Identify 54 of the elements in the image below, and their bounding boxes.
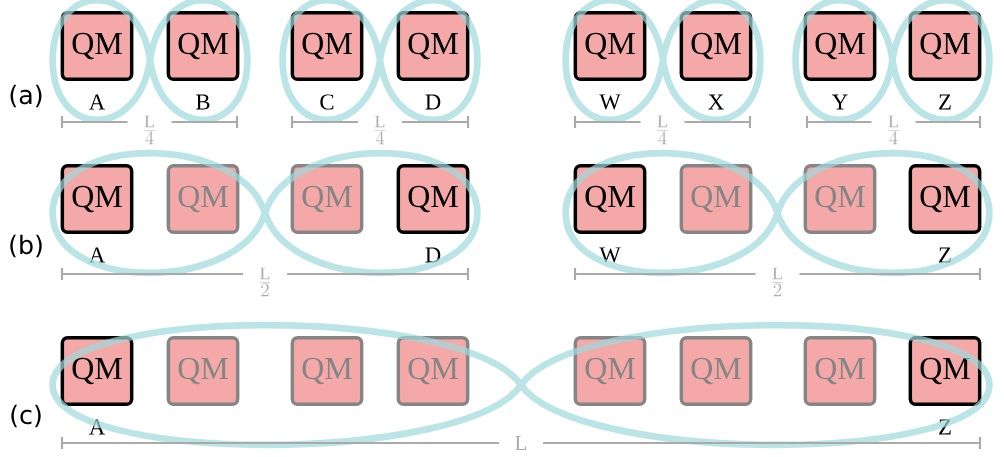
memory-box: QM <box>166 163 240 235</box>
node-letter: W <box>599 94 621 110</box>
entanglement-loop <box>279 0 481 124</box>
memory-box: QM <box>396 10 470 82</box>
memory-box: QM <box>573 163 647 235</box>
entanglement-loop <box>562 149 993 277</box>
memory-box: QM <box>290 163 364 235</box>
node-letter: A <box>89 94 106 110</box>
entanglement-loop <box>562 0 764 124</box>
memory-box: QM <box>396 163 470 235</box>
memory-box: QM <box>803 163 877 235</box>
memory-box: QM <box>573 10 647 82</box>
node-letter: D <box>425 94 441 110</box>
node-letter: Z <box>939 419 951 435</box>
entanglement-loop <box>49 0 251 124</box>
node-letter: A <box>89 419 106 435</box>
entanglement-loop <box>49 321 993 449</box>
panel-label: (a) <box>10 84 42 108</box>
memory-box: QM <box>166 335 240 407</box>
memory-box: QM <box>679 163 753 235</box>
memory-box: QM <box>396 335 470 407</box>
length-label: $\frac{\mathrm{L}}{2}$ <box>772 267 783 297</box>
node-letter: B <box>196 94 210 110</box>
length-label: $\frac{\mathrm{L}}{4}$ <box>374 115 386 145</box>
memory-box: QM <box>60 163 134 235</box>
node-letter: A <box>89 247 106 263</box>
length-label: $\frac{\mathrm{L}}{4}$ <box>144 115 155 145</box>
memory-box: QM <box>60 10 134 82</box>
node-letter: W <box>599 247 621 263</box>
memory-box: QM <box>679 335 753 407</box>
memory-box: QM <box>803 335 877 407</box>
panel-label: (b) <box>10 234 42 258</box>
memory-box: QM <box>290 10 364 82</box>
memory-box: QM <box>908 10 982 82</box>
panel-label: (c) <box>11 404 41 428</box>
memory-box: QM <box>60 335 134 407</box>
entanglement-loop <box>49 149 481 277</box>
length-label: $\frac{\mathrm{L}}{4}$ <box>657 115 668 145</box>
memory-box: QM <box>803 10 877 82</box>
memory-box: QM <box>166 10 240 82</box>
node-letter: Z <box>939 94 951 110</box>
entanglement-loop <box>792 0 993 124</box>
node-letter: Y <box>832 94 848 110</box>
length-label: $\mathrm{L}$ <box>515 436 527 450</box>
length-label: $\frac{\mathrm{L}}{4}$ <box>888 115 899 145</box>
node-letter: X <box>708 94 724 110</box>
node-letter: C <box>320 94 334 110</box>
memory-box: QM <box>679 10 753 82</box>
memory-box: QM <box>573 335 647 407</box>
memory-box: QM <box>290 335 364 407</box>
memory-box: QM <box>908 163 982 235</box>
node-letter: D <box>425 247 441 263</box>
node-letter: Z <box>939 247 951 263</box>
length-label: $\frac{\mathrm{L}}{2}$ <box>259 267 271 297</box>
